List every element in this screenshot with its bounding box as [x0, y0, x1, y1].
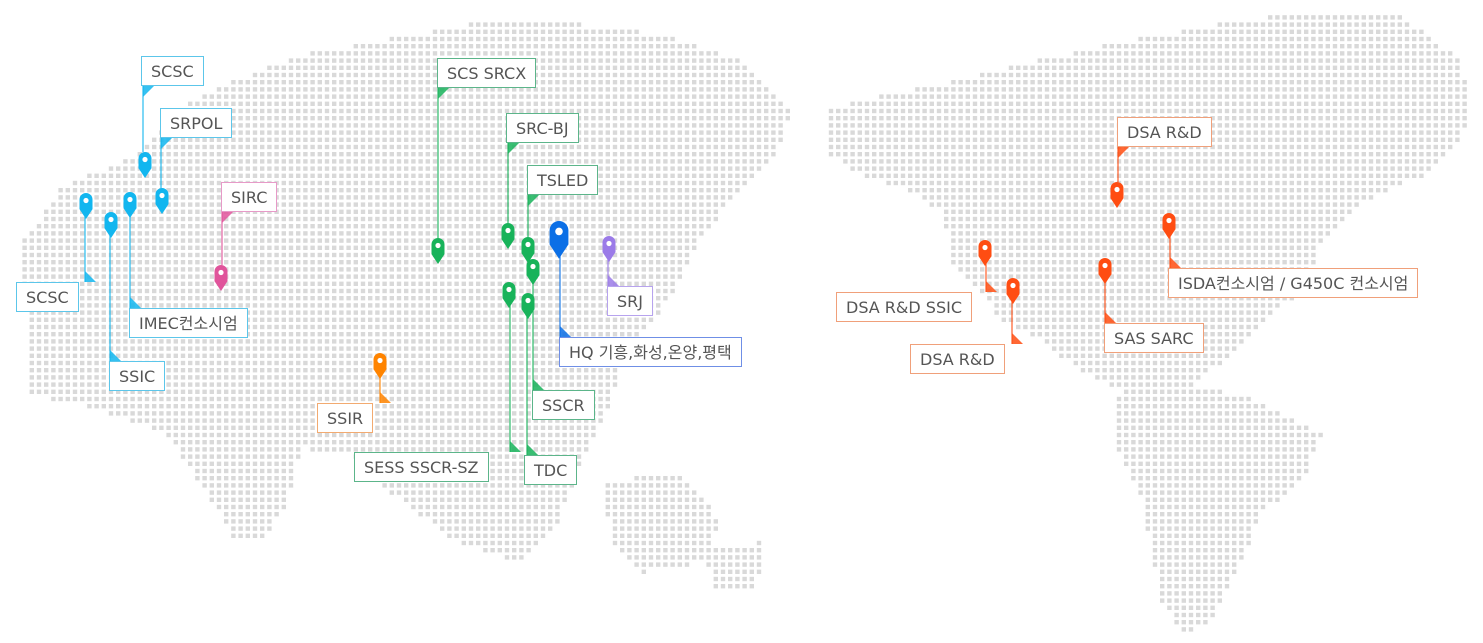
- label-tdc[interactable]: TDC: [524, 455, 578, 485]
- label-srj[interactable]: SRJ: [607, 286, 653, 316]
- label-sscr[interactable]: SSCR: [532, 390, 595, 420]
- label-sirc[interactable]: SIRC: [221, 182, 278, 212]
- label-dsa-rd-ssic[interactable]: DSA R&D SSIC: [836, 292, 973, 322]
- label-tsled[interactable]: TSLED: [527, 165, 599, 195]
- label-dsa-rd-south[interactable]: DSA R&D: [910, 344, 1005, 374]
- label-imec[interactable]: IMEC컨소시엄: [129, 308, 248, 338]
- label-ssir[interactable]: SSIR: [317, 403, 374, 433]
- label-ssic[interactable]: SSIC: [109, 361, 166, 391]
- label-dsa-rd-north[interactable]: DSA R&D: [1117, 117, 1212, 147]
- label-src-bj[interactable]: SRC-BJ: [506, 113, 579, 143]
- label-scs-srcx[interactable]: SCS SRCX: [437, 58, 537, 88]
- label-sess[interactable]: SESS SSCR-SZ: [354, 452, 489, 482]
- label-scsc-west[interactable]: SCSC: [16, 282, 79, 312]
- label-srpol[interactable]: SRPOL: [160, 108, 233, 138]
- label-isda[interactable]: ISDA컨소시엄 / G450C 컨소시엄: [1168, 268, 1419, 298]
- label-hq[interactable]: HQ 기흥,화성,온양,평택: [559, 337, 742, 367]
- label-scsc-north[interactable]: SCSC: [141, 56, 204, 86]
- label-sas-sarc[interactable]: SAS SARC: [1104, 323, 1204, 353]
